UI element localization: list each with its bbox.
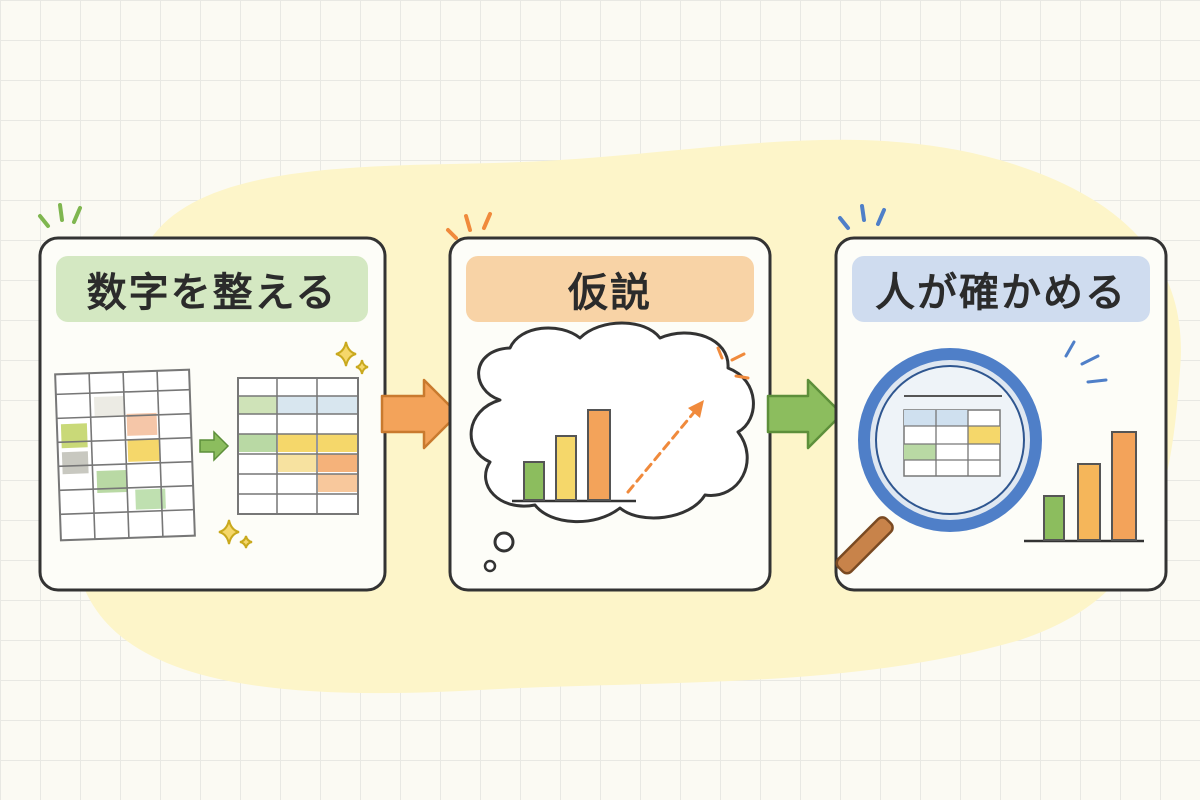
sparkle-lines-icon — [716, 346, 750, 380]
arrow-right-icon — [380, 378, 460, 450]
sparkle-star-icon — [218, 341, 369, 549]
step-2-title: 仮説 — [568, 270, 652, 316]
arrow-right-icon — [766, 378, 844, 450]
messy-spreadsheet-icon — [54, 368, 196, 542]
step-panel-3 — [834, 204, 1168, 592]
step-3-title: 人が確かめる — [875, 270, 1127, 316]
step-1-title: 数字を整える — [86, 270, 338, 316]
sparkle-lines-icon — [838, 204, 886, 230]
lens-table-icon — [903, 395, 1002, 477]
sparkle-lines-icon — [38, 203, 82, 228]
tidy-spreadsheet-icon — [237, 377, 359, 515]
trend-arrow-icon — [626, 400, 704, 494]
sparkle-lines-icon — [1064, 340, 1108, 384]
step-1-label-bg — [56, 256, 368, 322]
magnifier-icon — [835, 348, 1042, 575]
small-arrow-icon — [199, 430, 230, 462]
step-3-label-bg — [852, 256, 1150, 322]
step-panel-1 — [38, 203, 387, 592]
hypothesis-bar-chart-icon — [512, 409, 636, 503]
result-bar-chart-icon — [1024, 431, 1144, 543]
step-2-label-bg — [466, 256, 754, 322]
sparkle-lines-icon — [446, 212, 492, 240]
step-panel-2 — [446, 212, 772, 592]
